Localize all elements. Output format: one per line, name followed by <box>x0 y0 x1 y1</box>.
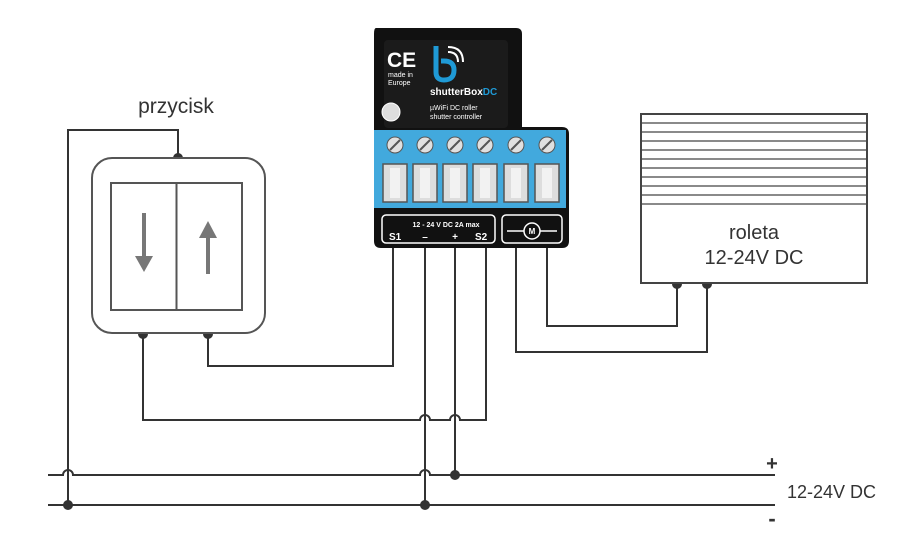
roller-shutter: roleta 12-24V DC <box>640 113 868 284</box>
device-desc-line2: shutter controller <box>430 114 483 121</box>
power-rails <box>48 469 775 510</box>
power-terminal-box <box>381 214 496 244</box>
screw-icon <box>538 136 556 154</box>
status-led <box>381 102 401 122</box>
plus-rail <box>48 469 775 476</box>
terminal-s1-label: S1 <box>389 232 402 243</box>
motor-symbol-icon: M <box>507 222 557 240</box>
svg-text:M: M <box>529 227 536 236</box>
terminal-s2-label: S2 <box>475 232 488 243</box>
terminal-minus-label: – <box>422 232 428 243</box>
device-label-panel <box>384 40 508 128</box>
button-label: przycisk <box>138 95 214 118</box>
screw-icon <box>507 136 525 154</box>
button-up-wire <box>207 225 394 367</box>
supply-plus-label: + <box>766 453 778 475</box>
screw-icon <box>446 136 464 154</box>
terminal-plus-label: + <box>452 232 458 243</box>
screw-icon <box>386 136 404 154</box>
button-down-wire <box>142 225 487 421</box>
shutter-box <box>640 113 868 284</box>
push-button: przycisk <box>91 95 266 334</box>
terminal-clamps <box>382 163 560 203</box>
controller-device: CE made in Europe shutterBoxDC µWiFi DC … <box>374 28 569 248</box>
brand-name: shutterBoxDC <box>430 87 497 98</box>
device-desc-line1: µWiFi DC roller <box>430 105 478 112</box>
terminal-screws <box>386 136 556 154</box>
shutter-slats <box>641 122 867 205</box>
shutter-label: roleta <box>729 222 780 244</box>
motor-wire-1 <box>515 225 708 353</box>
terminal-spec: 12 - 24 V DC 2A max <box>412 222 479 229</box>
shutter-voltage: 12-24V DC <box>705 247 804 269</box>
motor-wire-2 <box>546 225 678 327</box>
motor-terminal-box <box>501 214 563 244</box>
button-common-wire <box>67 129 179 505</box>
arrow-up-icon <box>199 221 217 274</box>
made-in-line1: made in <box>388 72 413 79</box>
ce-mark: CE <box>387 49 416 72</box>
supply-minus-label: - <box>768 506 775 531</box>
screw-icon <box>416 136 434 154</box>
made-in-line2: Europe <box>388 80 411 87</box>
blebox-logo-icon <box>433 46 464 83</box>
arrow-down-icon <box>135 213 153 272</box>
supply-voltage-label: 12-24V DC <box>787 482 876 502</box>
screw-icon <box>476 136 494 154</box>
